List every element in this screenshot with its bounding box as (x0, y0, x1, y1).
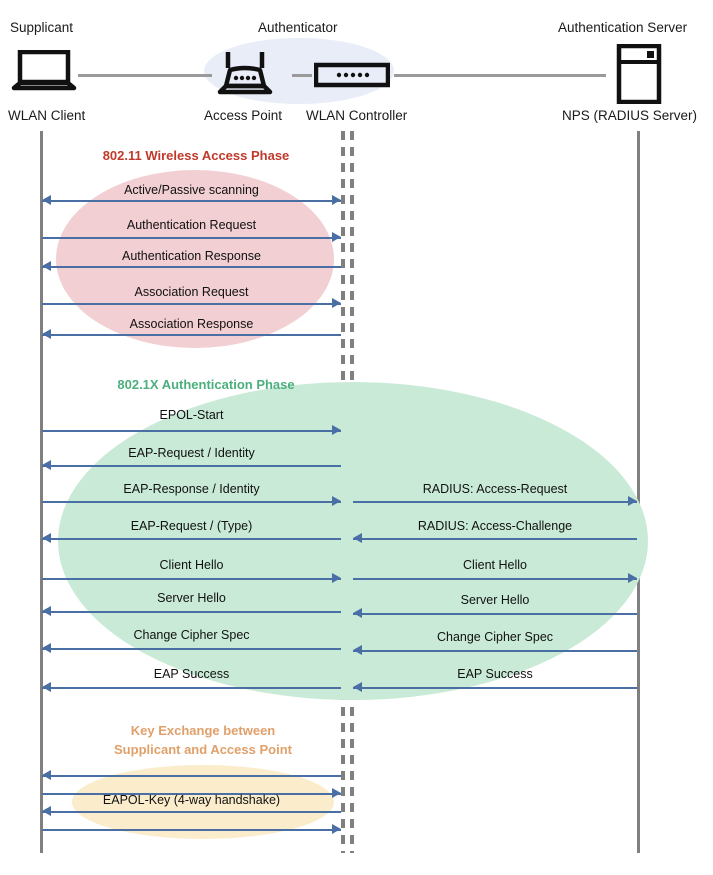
message-line (42, 648, 341, 650)
arrowhead-left (353, 533, 362, 543)
arrowhead-left (42, 682, 51, 692)
arrowhead-left (42, 643, 51, 653)
message-label: EAP Success (153, 667, 230, 681)
message-line (42, 793, 341, 795)
arrowhead-right (628, 573, 637, 583)
arrowhead-left (42, 460, 51, 470)
message-label: Authentication Response (122, 249, 261, 263)
arrowhead-right (332, 425, 341, 435)
message-label: Active/Passive scanning (124, 183, 259, 197)
actor-name-wlan-controller: WLAN Controller (306, 108, 408, 123)
phase-label-wireless-access: 802.11 Wireless Access Phase (102, 148, 290, 163)
message-line (42, 465, 341, 467)
actor-name-wlan-client: WLAN Client (8, 108, 86, 123)
message-label: Association Request (134, 285, 249, 299)
message-line (42, 811, 341, 813)
phase-blob-wireless-access (56, 170, 334, 348)
message-line (353, 650, 637, 652)
message-label: EPOL-Start (159, 408, 224, 422)
link-controller-server (394, 74, 606, 77)
message-line (42, 538, 341, 540)
phase-blob-key-exchange (72, 765, 334, 839)
message-label: RADIUS: Access-Challenge (417, 519, 573, 533)
arrowhead-right (332, 573, 341, 583)
message-line (353, 538, 637, 540)
arrowhead-left (42, 606, 51, 616)
arrowhead-left (353, 608, 362, 618)
message-line (42, 829, 341, 831)
phase-label-key-exchange-line2: Supplicant and Access Point (114, 742, 292, 757)
arrowhead-right (332, 496, 341, 506)
message-label: EAP-Request / (Type) (130, 519, 253, 533)
message-label: Change Cipher Spec (436, 630, 554, 644)
message-line (42, 578, 341, 580)
arrowhead-left (42, 770, 51, 780)
actor-role-supplicant: Supplicant (10, 20, 74, 35)
message-line (42, 266, 341, 268)
message-line (42, 430, 341, 432)
message-label: Server Hello (157, 591, 226, 605)
actor-role-auth-server: Authentication Server (558, 20, 688, 35)
arrowhead-left (42, 261, 51, 271)
arrowhead-left (353, 682, 362, 692)
message-label: Server Hello (460, 593, 530, 607)
actor-role-authenticator: Authenticator (258, 20, 338, 35)
message-label: EAP Success (457, 667, 533, 681)
phase-label-dot1x-auth: 802.1X Authentication Phase (117, 377, 295, 392)
arrowhead-right (332, 232, 341, 242)
message-label: EAPOL-Key (4-way handshake) (102, 793, 281, 807)
message-label: EAP-Response / Identity (123, 482, 260, 496)
phase-label-key-exchange-line1: Key Exchange between (130, 723, 276, 738)
wlan-controller-icon (313, 62, 391, 93)
arrowhead-left (353, 645, 362, 655)
arrowhead-right (332, 195, 341, 205)
message-line (353, 687, 637, 689)
message-line (42, 303, 341, 305)
arrowhead-left (42, 329, 51, 339)
message-line (353, 578, 637, 580)
message-line (353, 501, 637, 503)
lifeline-supplicant (40, 131, 43, 853)
message-label: Association Response (129, 317, 254, 331)
arrowhead-right (332, 788, 341, 798)
message-label: Change Cipher Spec (133, 628, 250, 642)
message-line (42, 237, 341, 239)
arrowhead-right (628, 496, 637, 506)
arrowhead-left (42, 806, 51, 816)
link-client-ap (78, 74, 212, 77)
message-label: EAP-Request / Identity (128, 446, 255, 460)
message-line (42, 687, 341, 689)
access-point-icon (214, 48, 276, 101)
laptop-icon (10, 49, 78, 101)
arrowhead-right (332, 298, 341, 308)
arrowhead-right (332, 824, 341, 834)
message-label: Authentication Request (126, 218, 257, 232)
arrowhead-left (42, 195, 51, 205)
message-label: RADIUS: Access-Request (422, 482, 568, 496)
message-line (353, 613, 637, 615)
message-label: Client Hello (463, 558, 527, 572)
actor-name-nps-radius: NPS (RADIUS Server) (562, 108, 698, 123)
message-line (42, 611, 341, 613)
message-line (42, 775, 341, 777)
message-line (42, 200, 341, 202)
message-line (42, 501, 341, 503)
actor-name-access-point: Access Point (204, 108, 283, 123)
link-ap-controller (292, 74, 312, 77)
lifeline-auth-server (637, 131, 640, 853)
arrowhead-left (42, 533, 51, 543)
message-label: Client Hello (159, 558, 224, 572)
message-line (42, 334, 341, 336)
server-icon (616, 43, 662, 109)
